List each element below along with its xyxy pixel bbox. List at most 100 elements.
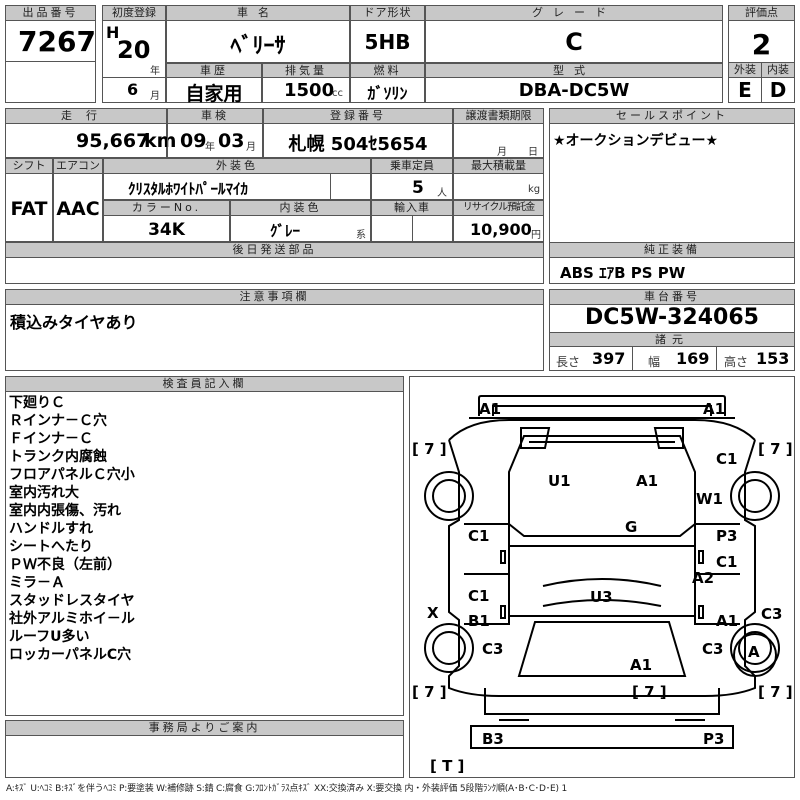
color-no-label: カラーNo. bbox=[103, 200, 230, 216]
mark-p3-rear: P3 bbox=[703, 730, 725, 748]
exterior-label: 外装 bbox=[728, 62, 762, 78]
mark-c3-right-rear-wheel: C3 bbox=[702, 640, 724, 658]
capacity-unit: 人 bbox=[437, 188, 447, 199]
mark-b1-left-rear: B1 bbox=[468, 612, 490, 630]
width: 169 bbox=[676, 349, 710, 368]
score-label: 評価点 bbox=[728, 5, 795, 21]
mark-a1-front-left: A1 bbox=[479, 400, 502, 418]
mark-bracket-7-tl: [ 7 ] bbox=[412, 440, 447, 458]
note-line: シートへたり bbox=[9, 539, 93, 555]
width-label: 幅 bbox=[648, 355, 661, 369]
note-line: スタッドレスタイヤ bbox=[9, 593, 135, 609]
inspector-notes: 下廻りＣ Ｒインナ－Ｃ穴 Ｆインナ－Ｃ トランク内腐蝕 フロアパネルＣ穴小 室内… bbox=[9, 394, 399, 664]
ext-color-label: 外装色 bbox=[103, 158, 371, 174]
interior-score: D bbox=[769, 78, 787, 102]
max-load-label: 最大積載量 bbox=[453, 158, 544, 174]
era: H bbox=[106, 23, 120, 42]
grade-label: グレード bbox=[425, 5, 723, 21]
caution-text: 積込みタイヤあり bbox=[10, 313, 138, 332]
note-line: ルーフU多い bbox=[9, 629, 90, 645]
aircon-label: エアコン bbox=[53, 158, 103, 174]
int-color: ｸﾞﾚｰ bbox=[270, 222, 301, 240]
door: 5HB bbox=[364, 30, 411, 54]
note-line: 下廻りＣ bbox=[9, 395, 65, 411]
mark-g: G bbox=[625, 518, 638, 536]
later-parts-label: 後日発送部品 bbox=[5, 242, 544, 258]
mark-c3-left-rear-wheel: C3 bbox=[482, 640, 504, 658]
capacity: 5 bbox=[412, 178, 424, 198]
inspection-label: 車検 bbox=[167, 108, 263, 124]
note-line: 室内内張傷、汚れ bbox=[9, 503, 121, 519]
capacity-label: 乗車定員 bbox=[371, 158, 453, 174]
mark-u3: U3 bbox=[590, 588, 613, 606]
inspector-label: 検査員記入欄 bbox=[5, 376, 404, 392]
length-label: 長さ bbox=[556, 355, 581, 369]
note-line: フロアパネルＣ穴小 bbox=[9, 467, 135, 483]
car-outline-diagram bbox=[424, 395, 780, 749]
reg-year-unit: 年 bbox=[150, 66, 160, 77]
caution-label: 注意事項欄 bbox=[5, 289, 544, 305]
chassis-label: 車台番号 bbox=[549, 289, 795, 305]
interior-label: 内装 bbox=[761, 62, 795, 78]
mark-bracket-7-tr: [ 7 ] bbox=[758, 440, 793, 458]
shift-label: シフト bbox=[5, 158, 53, 174]
exterior-score: E bbox=[738, 78, 752, 102]
note-line: ハンドルすれ bbox=[9, 521, 93, 537]
lot-no: 7267 bbox=[18, 25, 96, 58]
note-line: ミラ－Ａ bbox=[9, 575, 65, 591]
note-line: 室内汚れ大 bbox=[9, 485, 79, 501]
model-label: 型式 bbox=[425, 63, 723, 78]
damage-circle bbox=[733, 633, 777, 677]
mileage-unit: km bbox=[144, 130, 177, 152]
model: DBA-DC5W bbox=[518, 80, 630, 101]
shift: FAT bbox=[10, 198, 48, 220]
mark-bracket-7-bl: [ 7 ] bbox=[412, 683, 447, 701]
car-name: ﾍﾞﾘｰｻ bbox=[230, 34, 286, 59]
mark-a1-front-right: A1 bbox=[703, 400, 726, 418]
note-line: Ｒインナ－Ｃ穴 bbox=[9, 413, 107, 429]
import-label: 輸入車 bbox=[371, 200, 453, 216]
sale-point: ★オークションデビュー★ bbox=[553, 133, 719, 149]
reg-month: 6 bbox=[127, 80, 139, 99]
mark-bracket-t: [ T ] bbox=[430, 757, 465, 775]
mark-a-circled: A bbox=[748, 643, 760, 661]
mark-bracket-7-bm: [ 7 ] bbox=[632, 683, 667, 701]
mark-c3-right-rear: C3 bbox=[761, 605, 783, 623]
mark-b3: B3 bbox=[482, 730, 504, 748]
displacement-unit: cc bbox=[332, 88, 343, 99]
grade: C bbox=[565, 28, 583, 56]
mark-a2: A2 bbox=[692, 569, 715, 587]
insp-month: 03 bbox=[218, 130, 245, 152]
recycle: 10,900 bbox=[470, 220, 532, 239]
mark-w1: W1 bbox=[696, 490, 723, 508]
recycle-label: リサイクル預託金 bbox=[453, 200, 544, 216]
fuel: ｶﾞｿﾘﾝ bbox=[367, 84, 408, 103]
plate-label: 登録番号 bbox=[263, 108, 453, 124]
mileage-label: 走行 bbox=[5, 108, 167, 124]
note-line: 社外アルミホイ－ル bbox=[9, 611, 135, 627]
mark-a1-trunk: A1 bbox=[630, 656, 653, 674]
insp-year: 09 bbox=[180, 130, 207, 152]
mark-c1-left-rear: C1 bbox=[468, 587, 490, 605]
chassis-number: DC5W-324065 bbox=[585, 305, 759, 330]
note-line: ＰＷ不良（左前） bbox=[9, 557, 121, 573]
history: 自家用 bbox=[185, 83, 243, 105]
transfer-day-unit: 日 bbox=[528, 147, 538, 158]
int-color-label: 内装色 bbox=[230, 200, 371, 216]
lot-no-label: 出品番号 bbox=[5, 5, 96, 21]
sale-point-label: セールスポイント bbox=[549, 108, 795, 124]
damage-legend: A:ｷｽﾞ U:ﾍｺﾐ B:ｷｽﾞを伴うﾍｺﾐ P:要塗装 W:補修跡 S:錆 … bbox=[6, 784, 567, 794]
mark-a1-right-rear: A1 bbox=[716, 612, 739, 630]
length: 397 bbox=[592, 349, 626, 368]
mark-u1: U1 bbox=[548, 472, 571, 490]
mark-a1-roof: A1 bbox=[636, 472, 659, 490]
history-label: 車歴 bbox=[166, 63, 262, 78]
office-label: 事務局よりご案内 bbox=[5, 720, 404, 736]
height-label: 高さ bbox=[724, 355, 749, 369]
displacement-label: 排気量 bbox=[262, 63, 350, 78]
first-reg-label: 初度登録 bbox=[102, 5, 166, 21]
max-load-unit: kg bbox=[528, 184, 541, 195]
door-label: ドア形状 bbox=[350, 5, 425, 21]
note-line: Ｆインナ－Ｃ bbox=[9, 431, 93, 447]
mark-x: X bbox=[427, 604, 439, 622]
